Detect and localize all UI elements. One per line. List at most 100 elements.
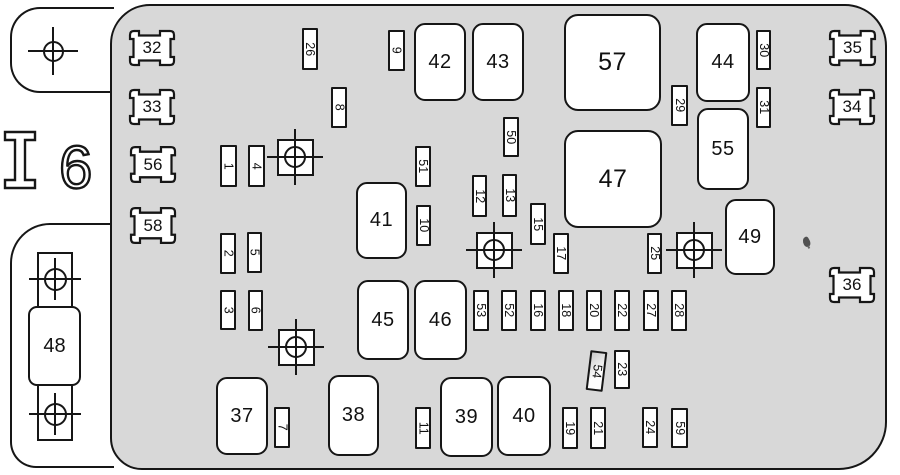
fuse-holder-32: 32 bbox=[127, 28, 177, 68]
fuse-holder-56: 56 bbox=[128, 144, 178, 185]
fuse-28: 28 bbox=[671, 290, 687, 331]
fuse-16: 16 bbox=[530, 290, 546, 331]
fuse-label: 52 bbox=[502, 303, 517, 318]
fuse-59: 59 bbox=[671, 408, 688, 448]
relay-40: 40 bbox=[497, 376, 551, 456]
fuse-holder-33: 33 bbox=[127, 87, 177, 127]
fuse-label: 15 bbox=[531, 217, 546, 231]
fuse-6: 6 bbox=[248, 290, 263, 331]
fuse-2: 2 bbox=[220, 233, 236, 274]
fuse-holder-label: 36 bbox=[842, 275, 862, 294]
fuse-3: 3 bbox=[220, 290, 236, 330]
relay-label: 41 bbox=[369, 209, 394, 231]
fuse-label: 3 bbox=[221, 306, 236, 314]
fuse-19: 19 bbox=[562, 407, 578, 449]
fuse-label: 30 bbox=[756, 43, 771, 57]
relay-label: 42 bbox=[428, 50, 452, 73]
fuse-label: 26 bbox=[303, 42, 318, 56]
fuse-12: 12 bbox=[472, 175, 487, 217]
crosshair-circle bbox=[43, 402, 67, 426]
relay-label: 37 bbox=[230, 404, 254, 427]
fuse-label: 6 bbox=[248, 307, 263, 314]
fuse-51: 51 bbox=[415, 146, 431, 187]
relay-42: 42 bbox=[414, 23, 466, 101]
fuse-label: 9 bbox=[389, 47, 404, 54]
relay-49: 49 bbox=[725, 199, 775, 275]
relay-55: 55 bbox=[697, 108, 749, 190]
fuse-label: 54 bbox=[588, 363, 605, 379]
fuse-holder-outline bbox=[129, 145, 177, 184]
relay-label: 40 bbox=[512, 404, 536, 427]
relay-label: 57 bbox=[598, 48, 627, 76]
fuse-label: 29 bbox=[672, 98, 687, 113]
fuse-label: 51 bbox=[416, 159, 431, 174]
crosshair-circle bbox=[683, 239, 705, 261]
fuse-label: 16 bbox=[531, 303, 546, 318]
fuse-holder-35: 35 bbox=[827, 28, 878, 68]
badge-digit: 6 bbox=[59, 134, 92, 196]
fuse-label: 21 bbox=[591, 421, 606, 435]
crosshair-circle bbox=[483, 239, 505, 261]
fuse-20: 20 bbox=[586, 290, 602, 331]
relay-44: 44 bbox=[696, 23, 750, 102]
fuse-25: 25 bbox=[647, 233, 662, 274]
relay-45: 45 bbox=[357, 280, 409, 360]
fuse-24: 24 bbox=[642, 407, 658, 448]
fuse-10: 10 bbox=[416, 205, 431, 246]
fuse-21: 21 bbox=[590, 407, 606, 449]
relay-label: 44 bbox=[711, 51, 735, 73]
fuse-label: 17 bbox=[554, 246, 569, 261]
mega-fuse-48: 48 bbox=[28, 306, 81, 386]
relay-47: 47 bbox=[564, 130, 662, 228]
fuse-label: 31 bbox=[756, 100, 771, 115]
fuse-holder-34: 34 bbox=[827, 87, 877, 127]
fuse-53: 53 bbox=[473, 290, 489, 331]
fuse-9: 9 bbox=[388, 30, 405, 71]
fuse-holder-outline bbox=[828, 29, 877, 67]
fuse-holder-outline bbox=[828, 266, 876, 304]
relay-label: 38 bbox=[341, 404, 366, 426]
fuse-label: 24 bbox=[643, 420, 658, 435]
fuse-holder-outline bbox=[129, 206, 177, 245]
fuse-label: 53 bbox=[474, 303, 489, 318]
crosshair-circle bbox=[284, 146, 306, 168]
fuse-22: 22 bbox=[614, 290, 630, 331]
engine-code-badge: 6 bbox=[3, 130, 94, 196]
fuse-8: 8 bbox=[331, 87, 347, 128]
fuse-holder-36: 36 bbox=[827, 265, 877, 305]
fuse-label: 1 bbox=[221, 162, 236, 170]
fuse-holder-label: 34 bbox=[842, 97, 862, 116]
relay-label: 55 bbox=[711, 137, 735, 160]
fuse-1: 1 bbox=[220, 145, 237, 187]
fuse-23: 23 bbox=[614, 350, 630, 389]
relay-43: 43 bbox=[472, 23, 524, 101]
fuse-holder-58: 58 bbox=[128, 205, 178, 246]
fuse-label: 19 bbox=[563, 421, 578, 435]
fuse-52: 52 bbox=[501, 290, 517, 331]
fuse-label: 11 bbox=[416, 421, 431, 435]
relay-label: 43 bbox=[486, 50, 510, 73]
fuse-holder-label: 58 bbox=[143, 215, 163, 235]
fuse-label: 12 bbox=[472, 189, 487, 203]
fuse-label: 10 bbox=[416, 218, 431, 233]
relay-46: 46 bbox=[414, 280, 467, 360]
fuse-30: 30 bbox=[756, 30, 771, 70]
crosshair-circle bbox=[43, 267, 67, 291]
fuse-holder-label: 32 bbox=[142, 38, 162, 57]
fuse-label: 23 bbox=[615, 362, 630, 377]
relay-label: 45 bbox=[371, 308, 395, 331]
fuse-label: 25 bbox=[647, 246, 662, 261]
fuse-label: 7 bbox=[275, 424, 290, 431]
relay-label: 39 bbox=[454, 405, 479, 428]
fuse-label: 50 bbox=[504, 130, 519, 144]
fuse-label: 28 bbox=[672, 303, 687, 318]
fuse-label: 8 bbox=[332, 104, 347, 111]
fuse-4: 4 bbox=[248, 145, 265, 187]
fuse-holder-label: 35 bbox=[843, 38, 862, 57]
fuse-11: 11 bbox=[415, 407, 431, 449]
fuse-18: 18 bbox=[558, 290, 574, 331]
relay-57: 57 bbox=[564, 14, 661, 111]
fuse-holder-label: 33 bbox=[142, 97, 162, 116]
crosshair-circle bbox=[285, 336, 307, 358]
